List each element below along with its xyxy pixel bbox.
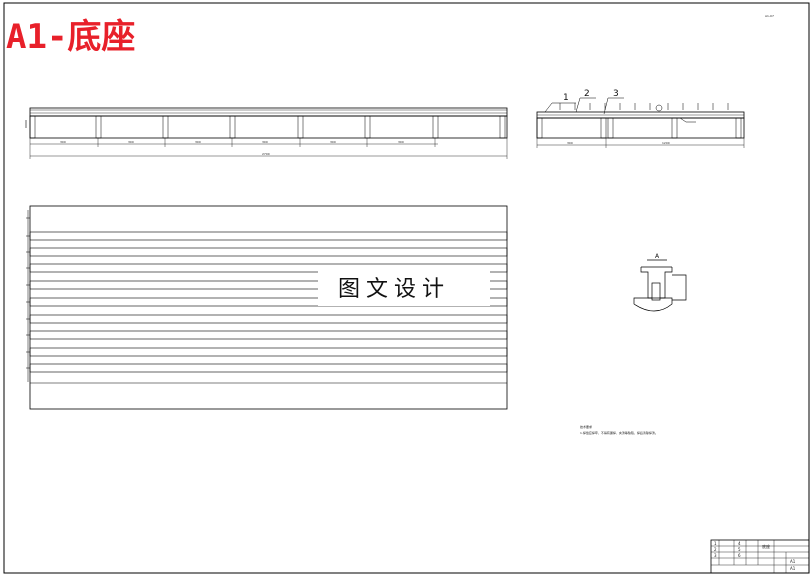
tb-cell-1: 1 — [714, 541, 717, 546]
notes-line-1: 1.焊缝应焊牢，不得有漏焊、夹渣等缺陷，焊后清除焊渣。 — [580, 430, 658, 435]
front-dim-1: 300 — [60, 140, 66, 144]
front-view-ribs — [29, 115, 506, 139]
front-view-body — [29, 115, 508, 139]
side-view-dimensions — [536, 138, 745, 148]
plan-view: 图文设计 — [26, 205, 508, 410]
front-dim-6: 300 — [398, 140, 404, 144]
sheet-code: A1-07 — [765, 14, 774, 18]
side-view-body — [536, 117, 745, 139]
section-label: A — [655, 253, 660, 260]
plan-view-outline — [29, 205, 508, 410]
tb-cell-6: 6 — [738, 553, 741, 558]
front-dim-4: 300 — [262, 140, 268, 144]
callout-leaders — [544, 97, 696, 123]
front-view: 300 300 300 300 300 300 2700 — [25, 107, 508, 159]
weld-arrows — [559, 103, 729, 110]
front-dim-5: 300 — [330, 140, 336, 144]
tb-cell-3: 3 — [714, 553, 717, 558]
weld-symbol-circle — [655, 104, 663, 112]
tb-drawing-no: A1 — [790, 566, 796, 571]
tb-cell-2: 2 — [714, 547, 717, 552]
tb-scale: A1 — [790, 559, 796, 564]
tb-cell-5: 5 — [738, 547, 741, 552]
tb-cell-4: 4 — [738, 541, 741, 546]
notes-heading: 技术要求 — [580, 424, 592, 429]
sheet-border — [3, 2, 810, 574]
callout-1: 1 — [563, 93, 569, 103]
title-block: 1 2 3 4 5 6 底座 A1 A1 — [710, 539, 810, 574]
watermark-text: 图文设计 — [338, 277, 450, 302]
front-overall-dim: 2700 — [262, 152, 270, 156]
watermark-box — [318, 270, 490, 306]
front-view-dimensions: 300 300 300 300 300 300 2700 — [29, 138, 508, 159]
technical-notes: 技术要求 1.焊缝应焊牢，不得有漏焊、夹渣等缺陷，焊后清除焊渣。 — [580, 424, 658, 435]
side-dim-1: 300 — [567, 141, 573, 145]
section-view: A — [633, 253, 687, 312]
drawing-title: A1-底座 — [6, 17, 135, 57]
tb-part-name: 底座 — [762, 543, 770, 549]
front-dim-3: 300 — [195, 140, 201, 144]
side-dim-2: 1200 — [662, 141, 670, 145]
callout-3: 3 — [613, 89, 619, 99]
front-view-top-plate — [29, 107, 508, 117]
front-dim-2: 300 — [128, 140, 134, 144]
callout-2: 2 — [584, 89, 590, 99]
side-view: 1 2 3 300 1200 — [536, 89, 745, 148]
